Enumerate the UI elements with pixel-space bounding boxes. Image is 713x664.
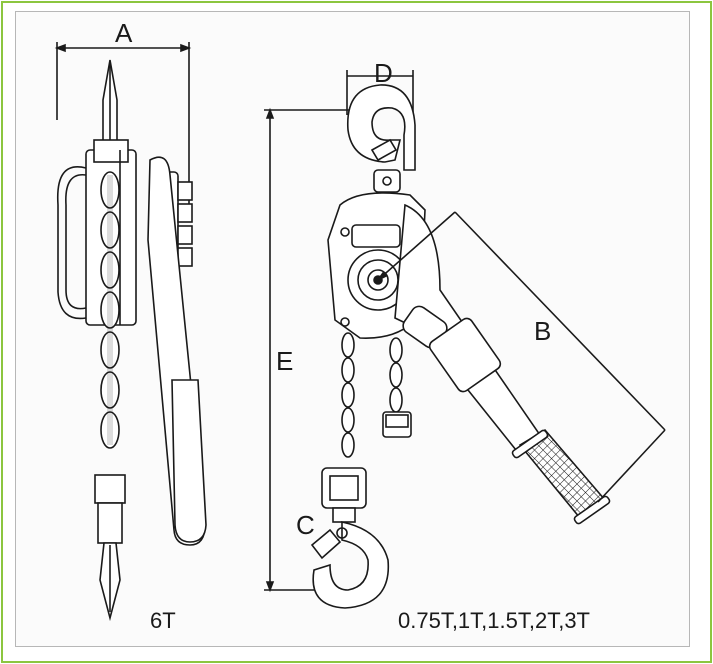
caption-capacities: 0.75T,1T,1.5T,2T,3T — [398, 608, 590, 633]
grip — [511, 428, 611, 525]
label-d: D — [374, 58, 393, 88]
label-c: C — [296, 510, 315, 540]
dimension-b-line — [377, 211, 666, 503]
slack-chain — [382, 337, 412, 438]
load-chain — [341, 332, 355, 458]
lever — [394, 203, 611, 525]
label-e: E — [276, 346, 293, 376]
front-view — [264, 70, 666, 609]
caption-6t: 6T — [150, 608, 176, 633]
side-view-6t — [54, 42, 207, 622]
label-b: B — [534, 316, 551, 346]
label-a: A — [115, 18, 133, 48]
dimension-e-line — [264, 107, 360, 593]
side-chain — [100, 171, 120, 449]
